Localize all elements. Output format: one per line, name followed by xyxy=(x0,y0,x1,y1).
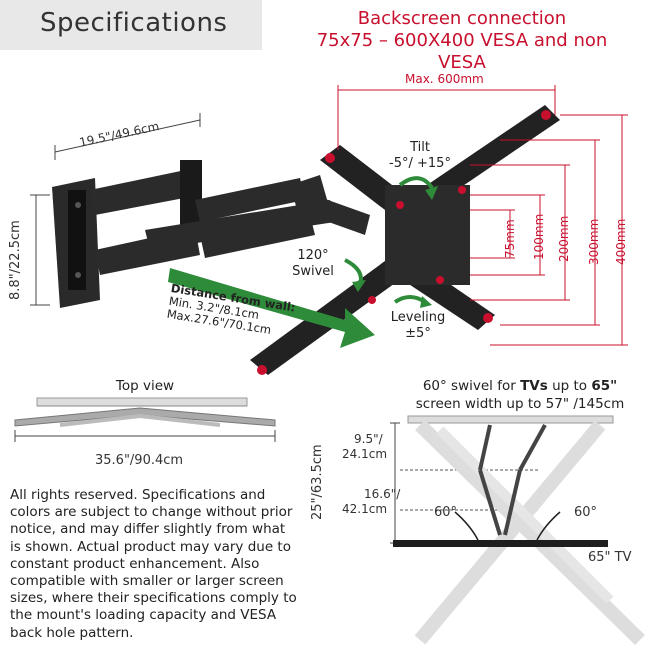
tv-label: 65" TV xyxy=(588,550,632,565)
articulating-arms xyxy=(90,160,370,275)
tilt-range: -5°/ +15° xyxy=(389,156,451,171)
leveling-arrow xyxy=(393,295,432,308)
vesa-300-label: 300mm xyxy=(587,218,601,265)
title-banner xyxy=(0,0,262,50)
page-title: Specifications xyxy=(40,8,228,38)
wall-height-label: 8.8"/22.5cm xyxy=(8,220,23,300)
swivel-depth-label: 25"/63.5cm xyxy=(310,444,325,520)
dim1-cm: 24.1cm xyxy=(342,447,388,461)
swivel-title-mid: up to xyxy=(547,378,592,394)
dim2-label: 16.6"/ 42.1cm xyxy=(342,487,400,517)
dim2-inches: 16.6"/ xyxy=(364,487,401,501)
vesa-bracket xyxy=(250,105,560,375)
wall-plate xyxy=(52,178,100,308)
leveling-callout: Leveling ±5° xyxy=(382,310,454,342)
backscreen-line1: Backscreen connection xyxy=(357,8,567,29)
arm-width-dimension xyxy=(54,113,201,160)
leveling-title: Leveling xyxy=(390,310,446,325)
vesa-100-label: 100mm xyxy=(532,213,546,260)
top-view-width: 35.6"/90.4cm xyxy=(95,453,184,468)
swivel-title-tvs: TVs xyxy=(520,378,548,394)
disclaimer-text: All rights reserved. Specifications and … xyxy=(10,487,297,641)
swivel-title-prefix: 60° swivel for xyxy=(422,378,521,394)
swivel-view-drawing xyxy=(390,415,645,646)
swivel-view-heading: 60° swivel for TVs up to 65" screen widt… xyxy=(400,377,640,413)
swivel-angle: 120° xyxy=(297,248,329,263)
swivel-label: Swivel xyxy=(292,264,334,279)
dim2-cm: 42.1cm xyxy=(342,502,388,516)
wall-height-dimension xyxy=(30,194,50,306)
vesa-400-label: 400mm xyxy=(614,218,628,265)
backscreen-heading: Backscreen connection 75x75 – 600X400 VE… xyxy=(292,8,632,74)
top-view-drawing xyxy=(14,397,276,442)
max-width-label: Max. 600mm xyxy=(405,72,484,86)
vesa-75-label: 75mm xyxy=(503,219,517,258)
dim1-label: 9.5"/ 24.1cm xyxy=(342,432,387,462)
swivel-view-subtitle: screen width up to 57" /145cm xyxy=(415,396,625,412)
leveling-range: ±5° xyxy=(405,326,431,341)
angle-left-label: 60° xyxy=(434,505,458,520)
tilt-callout: Tilt -5°/ +15° xyxy=(380,140,460,172)
backscreen-line2: 75x75 – 600X400 VESA and non VESA xyxy=(316,30,608,73)
swivel-callout: 120° Swivel xyxy=(288,248,338,280)
dim1-inches: 9.5"/ xyxy=(354,432,383,446)
swivel-arrow xyxy=(344,258,366,292)
vesa-200-label: 200mm xyxy=(557,215,571,262)
swivel-view-title: 60° swivel for TVs up to 65" xyxy=(400,377,640,395)
tilt-arrow xyxy=(398,176,438,200)
distance-arrow xyxy=(168,268,375,348)
vesa-dimension-lines xyxy=(470,114,628,346)
max-width-dimension xyxy=(337,85,556,150)
angle-right-label: 60° xyxy=(574,505,598,520)
tilt-title: Tilt xyxy=(410,140,430,155)
swivel-title-size: 65" xyxy=(591,378,618,394)
top-view-title: Top view xyxy=(115,378,175,394)
